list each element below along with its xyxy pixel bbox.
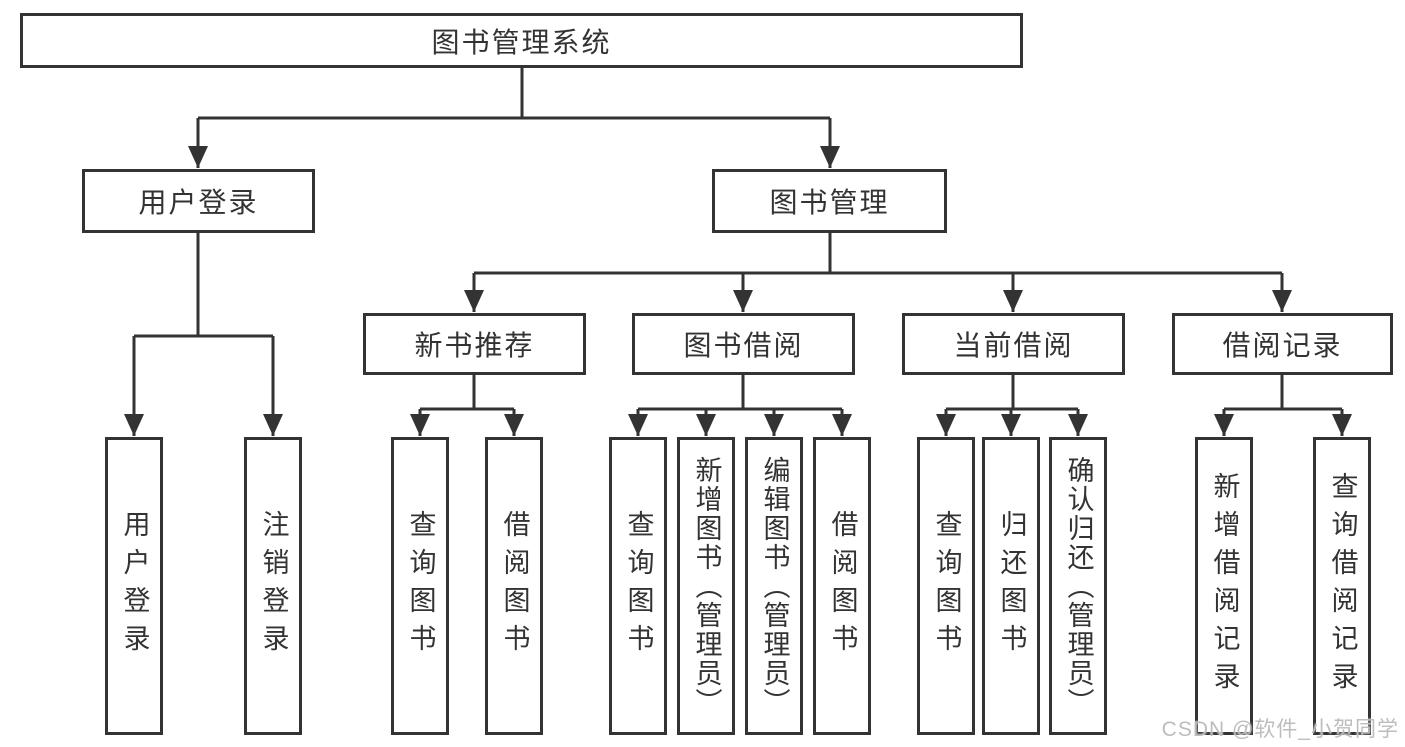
node-root-system: 图书管理系统 xyxy=(20,13,1023,68)
leaf-cb-confirm-return-admin: 确认归还（管理员） xyxy=(1049,437,1107,735)
leaf-cb-query-books: 查询图书 xyxy=(917,437,975,735)
connector-user-login-trunk xyxy=(134,233,273,338)
connector-root-trunk xyxy=(198,68,830,120)
leaf-bb-query-books-label: 查询图书 xyxy=(623,510,654,662)
node-book-borrow-label: 图书借阅 xyxy=(683,330,804,361)
node-current-borrow: 当前借阅 xyxy=(902,313,1125,375)
leaf-logout-label: 注销登录 xyxy=(258,510,289,662)
leaf-br-add-record-label: 新增借阅记录 xyxy=(1209,472,1240,700)
leaf-bb-query-books: 查询图书 xyxy=(609,437,667,735)
leaf-user-login-label: 用户登录 xyxy=(119,510,150,662)
csdn-watermark: CSDN @软件_小贺同学 xyxy=(1161,718,1399,741)
leaf-nbr-query-books: 查询图书 xyxy=(391,437,449,735)
node-current-borrow-label: 当前借阅 xyxy=(953,330,1074,361)
leaf-br-query-record: 查询借阅记录 xyxy=(1313,437,1371,735)
leaf-bb-add-book-admin-label: 新增图书（管理员） xyxy=(691,455,722,717)
connector-current-borrow-trunk xyxy=(946,375,1078,411)
node-book-borrow: 图书借阅 xyxy=(632,313,855,375)
leaf-nbr-borrow-books: 借阅图书 xyxy=(485,437,543,735)
leaf-bb-add-book-admin: 新增图书（管理员） xyxy=(677,437,735,735)
connector-book-borrow-trunk xyxy=(638,375,842,411)
node-book-management-label: 图书管理 xyxy=(769,187,890,218)
leaf-bb-edit-book-admin-label: 编辑图书（管理员） xyxy=(759,455,790,717)
node-book-management: 图书管理 xyxy=(712,169,947,233)
node-borrow-records: 借阅记录 xyxy=(1172,313,1393,375)
node-user-login: 用户登录 xyxy=(82,169,315,233)
leaf-user-login: 用户登录 xyxy=(105,437,163,735)
leaf-br-query-record-label: 查询借阅记录 xyxy=(1327,472,1358,700)
leaf-nbr-query-books-label: 查询图书 xyxy=(405,510,436,662)
leaf-nbr-borrow-books-label: 借阅图书 xyxy=(499,510,530,662)
leaf-br-add-record: 新增借阅记录 xyxy=(1195,437,1253,735)
leaf-cb-confirm-return-admin-label: 确认归还（管理员） xyxy=(1063,455,1094,717)
node-new-book-recommend: 新书推荐 xyxy=(363,313,586,375)
leaf-cb-return-book-label: 归还图书 xyxy=(996,510,1027,662)
node-borrow-records-label: 借阅记录 xyxy=(1222,330,1343,361)
node-root-label: 图书管理系统 xyxy=(431,26,612,58)
node-user-login-label: 用户登录 xyxy=(138,187,259,218)
leaf-cb-return-book: 归还图书 xyxy=(982,437,1040,735)
leaf-bb-edit-book-admin: 编辑图书（管理员） xyxy=(745,437,803,735)
leaf-bb-borrow-books: 借阅图书 xyxy=(813,437,871,735)
connector-new-book-recommend-trunk xyxy=(420,375,514,411)
connector-book-management-trunk xyxy=(474,233,1282,275)
connector-borrow-records-trunk xyxy=(1224,375,1342,411)
node-new-book-recommend-label: 新书推荐 xyxy=(414,330,535,361)
leaf-bb-borrow-books-label: 借阅图书 xyxy=(827,510,858,662)
leaf-logout: 注销登录 xyxy=(244,437,302,735)
leaf-cb-query-books-label: 查询图书 xyxy=(931,510,962,662)
